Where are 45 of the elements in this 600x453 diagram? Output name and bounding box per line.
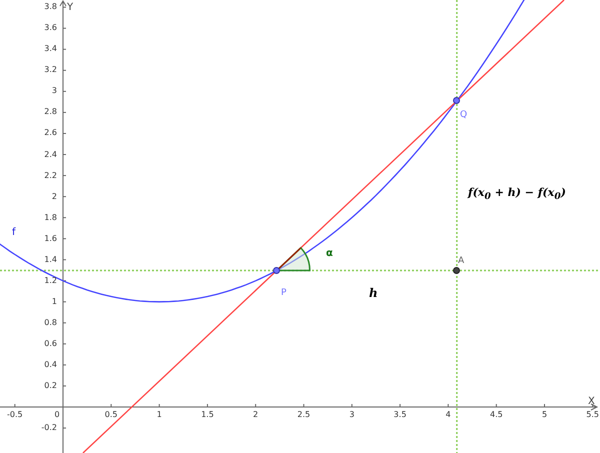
- tick-label: 3.4: [44, 45, 57, 54]
- tick-label: 0.2: [44, 382, 57, 390]
- tick-label: 0.8: [44, 318, 57, 327]
- tick-label: 2: [52, 192, 57, 201]
- point-marker: [453, 266, 460, 274]
- function-label: f: [12, 228, 16, 238]
- tick-label: 4.5: [490, 411, 503, 419]
- tick-label: 0: [54, 411, 60, 419]
- tick-label: -0.5: [7, 411, 23, 419]
- formula-label: f(x$_{0}$ + h) − f(x$_{0}$): [468, 187, 566, 202]
- tick-label: 1.6: [44, 234, 57, 243]
- axis-label: Y: [67, 3, 74, 13]
- tick-label: 0.6: [44, 340, 57, 348]
- tick-label: 2.6: [44, 129, 57, 138]
- tick-label: 5.5: [586, 411, 599, 419]
- tick-label: 2.8: [44, 108, 57, 116]
- point-label: A: [458, 257, 464, 266]
- tick-label: 4: [446, 411, 451, 419]
- tick-label: 0.5: [104, 411, 118, 419]
- point-marker: [273, 266, 280, 274]
- tick-label: 1.5: [201, 411, 214, 419]
- tick-label: 1.8: [44, 214, 57, 222]
- tick-label: 3: [52, 87, 57, 96]
- tick-label: 1: [156, 411, 162, 419]
- length-label: h: [369, 287, 378, 299]
- tick-label: 2.5: [297, 411, 310, 419]
- tick-label: 1.2: [44, 276, 57, 285]
- point-marker: [453, 97, 460, 104]
- angle-label: α: [326, 249, 333, 259]
- tick-label: 2: [253, 411, 258, 419]
- point-label: P: [281, 289, 286, 298]
- tick-label: -0.2: [41, 424, 57, 432]
- tick-label: 2.2: [44, 172, 57, 180]
- axis-label: X: [588, 397, 595, 407]
- tick-label: 2.4: [44, 150, 57, 159]
- point-label: Q: [460, 111, 468, 120]
- tick-label: 3.8: [44, 3, 57, 12]
- tick-label: 3: [349, 411, 354, 419]
- tick-label: 5: [542, 411, 548, 419]
- tick-label: 3.6: [44, 24, 57, 32]
- tick-label: 3.5: [394, 411, 406, 419]
- tick-label: 0.4: [44, 360, 57, 369]
- tick-label: 3.2: [44, 66, 57, 74]
- tick-label: 1: [52, 298, 57, 306]
- tick-label: 1.4: [44, 256, 57, 264]
